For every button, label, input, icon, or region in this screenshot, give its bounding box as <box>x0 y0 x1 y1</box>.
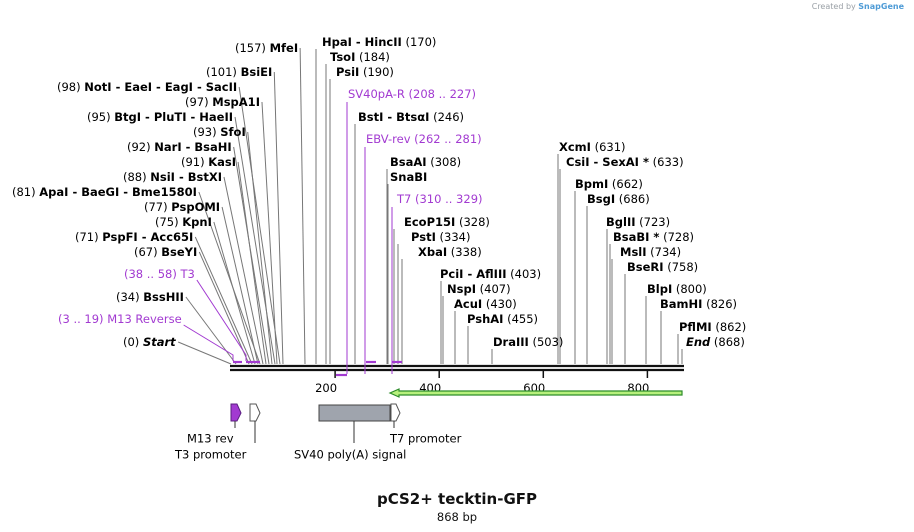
site-leader <box>237 161 267 365</box>
ruler-tick-label: 200 <box>315 381 337 395</box>
site-label: CsiI - SexAI * (633) <box>566 155 684 169</box>
site-label: End (868) <box>686 335 745 349</box>
gfp-orf-arrow <box>388 388 683 398</box>
site-label: DraIII (503) <box>493 335 563 349</box>
primer-label: EBV-rev (262 .. 281) <box>366 132 482 146</box>
site-label: MslI (734) <box>620 245 681 259</box>
t3-promoter-feature <box>249 403 261 422</box>
sequence-track <box>230 364 684 372</box>
site-leader <box>273 71 284 365</box>
feature-track: M13 rev T3 promoter SV40 poly(A) signal T7 … <box>174 388 683 462</box>
site-label: XbaI (338) <box>418 245 482 259</box>
site-leader <box>238 86 281 365</box>
feature-label: T7 promoter <box>389 432 462 446</box>
site-label: (92) NarI - BsaHI <box>127 140 232 154</box>
site-label: PstI (334) <box>411 230 470 244</box>
site-label: BlpI (800) <box>647 282 707 296</box>
site-label: PflMI (862) <box>679 320 746 334</box>
plasmid-title: pCS2+ tecktin-GFP <box>376 490 538 508</box>
site-label: AcuI (430) <box>454 297 517 311</box>
site-leader <box>198 251 250 365</box>
plasmid-length: 868 bp <box>436 510 478 524</box>
site-label: NspI (407) <box>447 282 511 296</box>
primer-binding-marks <box>183 102 402 377</box>
site-leader <box>194 236 253 365</box>
snapgene-logo: SnapGene <box>858 2 904 11</box>
site-label: (101) BsiEI <box>206 65 272 79</box>
primer-leader <box>183 324 234 361</box>
site-label: BsaBI * (728) <box>613 230 694 244</box>
site-label: XcmI (631) <box>559 140 626 154</box>
site-label: PshAI (455) <box>467 312 538 326</box>
site-label: PciI - AflIII (403) <box>440 267 541 281</box>
site-label: PsiI (190) <box>336 65 394 79</box>
credit-prefix: Created by <box>811 2 856 11</box>
site-leader <box>247 131 273 365</box>
site-label: BsaAI (308) <box>390 155 461 169</box>
site-label: (71) PspFI - Acc65I <box>75 230 193 244</box>
site-label: BsgI (686) <box>587 192 650 206</box>
site-leader <box>234 116 276 365</box>
site-label: (77) PspOMI <box>144 200 220 214</box>
site-label: (157) MfeI <box>235 41 298 55</box>
sv40-polya-feature <box>318 404 391 422</box>
site-label: (75) KpnI <box>155 215 212 229</box>
site-leader <box>185 296 237 365</box>
site-label: (97) MspA1I <box>185 95 260 109</box>
primer-label: (38 .. 58) T3 <box>124 267 195 281</box>
site-label: BglII (723) <box>606 215 670 229</box>
site-label: (0) Start <box>123 335 176 349</box>
site-label: (91) KasI <box>181 155 236 169</box>
site-leader <box>198 191 261 365</box>
site-label: (88) NsiI - BstXI <box>123 170 222 184</box>
primer-label: (3 .. 19) M13 Reverse <box>58 312 182 326</box>
site-leader <box>177 341 232 365</box>
site-label: (67) BseYI <box>134 245 197 259</box>
site-label: (81) ApaI - BaeGI - Bme1580I <box>12 185 197 199</box>
site-leader <box>213 221 256 365</box>
site-leader <box>299 47 306 365</box>
site-label: SnaBI <box>390 170 427 184</box>
feature-label: M13 rev <box>187 432 234 446</box>
site-label: HpaI - HincII (170) <box>322 35 436 49</box>
site-label: BpmI (662) <box>575 177 643 191</box>
site-label: BamHI (826) <box>660 297 737 311</box>
t7-promoter-feature <box>390 403 401 422</box>
site-label: BstI - BtsαI (246) <box>358 110 464 124</box>
site-label: (98) NotI - EaeI - EagI - SacII <box>57 80 237 94</box>
snapgene-credit: Created by SnapGene <box>812 2 904 11</box>
m13-rev-feature <box>230 403 242 422</box>
site-label: (34) BssHII <box>116 290 184 304</box>
feature-label: SV40 poly(A) signal <box>294 448 406 462</box>
feature-label: T3 promoter <box>174 448 247 462</box>
site-label: TsoI (184) <box>330 50 390 64</box>
primer-leader <box>196 279 247 361</box>
site-label: BseRI (758) <box>627 260 698 274</box>
site-leader-lines <box>177 47 683 365</box>
primer-label: SV40pA-R (208 .. 227) <box>348 87 476 101</box>
site-leader <box>223 176 264 365</box>
site-label: (95) BtgI - PluTI - HaeII <box>87 110 233 124</box>
site-leader <box>221 206 259 365</box>
site-label: (93) SfoI <box>193 125 246 139</box>
site-leader <box>261 101 278 365</box>
primer-label: T7 (310 .. 329) <box>396 192 483 206</box>
site-label: EcoP15I (328) <box>404 215 490 229</box>
